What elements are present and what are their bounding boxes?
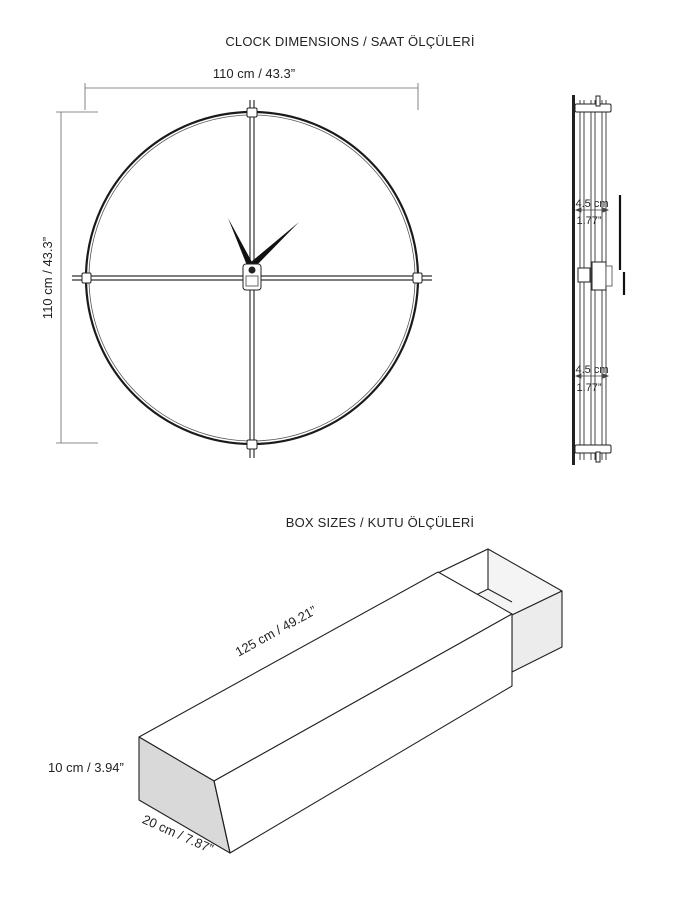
box-edge xyxy=(213,780,231,854)
drawer-inner-edge xyxy=(487,588,513,603)
wall-line xyxy=(572,95,575,465)
height-dimension-line xyxy=(56,111,98,444)
depth-bottom-cm-label: 4.5 cm xyxy=(575,364,608,376)
spoke-end-caps xyxy=(81,107,423,450)
width-dimension-line xyxy=(84,83,419,110)
depth-top-in-label: 1.77” xyxy=(576,215,601,227)
clock-height-label: 110 cm / 43.3” xyxy=(40,237,55,319)
clock-front-view: 110 cm / 43.3” 110 cm / 43.3” xyxy=(40,66,432,458)
clock-side-view: 4.5 cm 1.77” 4.5 cm 1.77” xyxy=(572,95,626,465)
depth-bottom-in-label: 1.77” xyxy=(576,382,601,394)
side-mechanism xyxy=(577,261,613,291)
side-caps xyxy=(574,95,612,463)
box-height-label: 10 cm / 3.94” xyxy=(48,760,124,775)
clock-dimensions-title: CLOCK DIMENSIONS / SAAT ÖLÇÜLERİ xyxy=(225,34,475,49)
box-sizes-title: BOX SIZES / KUTU ÖLÇÜLERİ xyxy=(285,515,475,530)
minute-hand xyxy=(251,222,299,266)
depth-top-cm-label: 4.5 cm xyxy=(575,198,608,210)
depth-dimension-top xyxy=(574,207,610,213)
clock-hub xyxy=(242,263,262,291)
box-drawing xyxy=(138,548,563,854)
hour-hand xyxy=(228,218,253,268)
depth-dimension-bottom xyxy=(574,373,610,379)
clock-width-label: 110 cm / 43.3” xyxy=(213,66,295,81)
